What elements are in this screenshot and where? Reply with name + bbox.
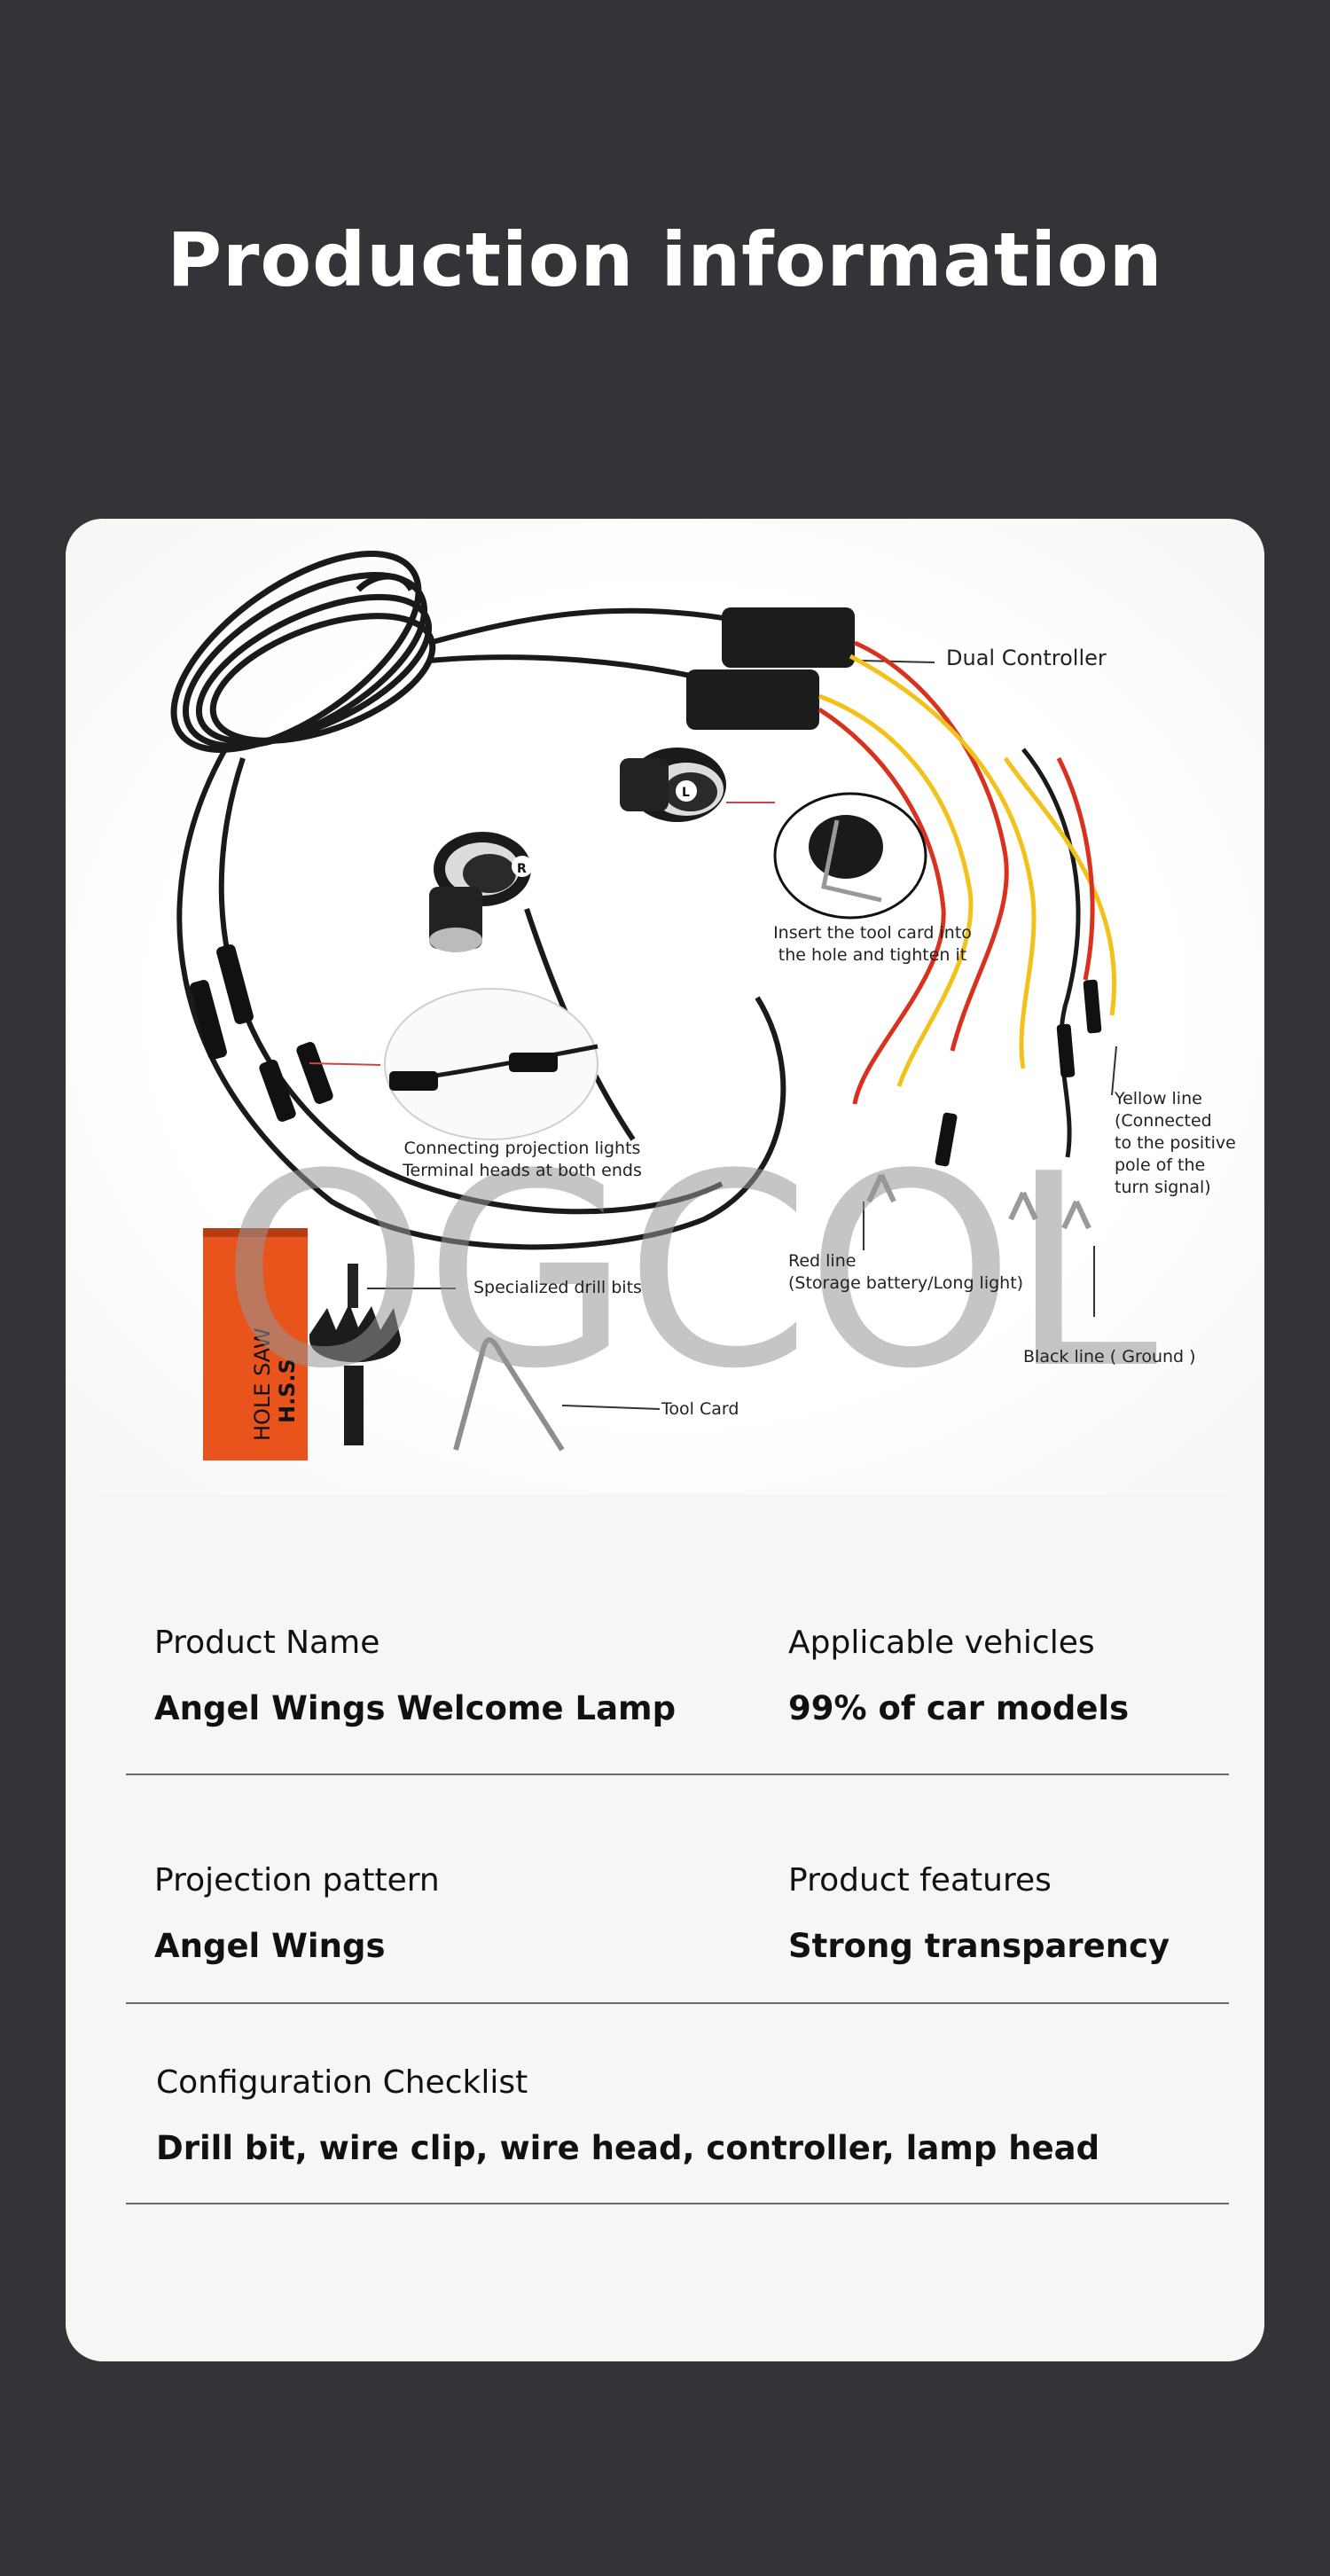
product-features-value: Strong transparency xyxy=(788,1927,1170,1965)
connecting-line-2: Terminal heads at both ends xyxy=(403,1161,642,1180)
lamp-r-label: R xyxy=(517,862,527,876)
yellow-line-label: Yellow line (Connected to the positive p… xyxy=(1115,1088,1236,1199)
lamp-head-icon xyxy=(429,832,533,952)
black-line-label: Black line ( Ground ) xyxy=(1023,1347,1196,1366)
page-title: Production information xyxy=(167,216,1163,303)
dual-controller-label: Dual Controller xyxy=(946,646,1107,670)
lamp-l-label: L xyxy=(682,786,690,800)
tool-card-label: Tool Card xyxy=(661,1399,739,1419)
hole-saw-box-icon: HOLE SAW H.S.S xyxy=(203,1228,308,1460)
product-features-label: Product features xyxy=(788,1862,1052,1899)
divider xyxy=(126,2203,1229,2204)
yellow-line-3: to the positive xyxy=(1115,1133,1236,1153)
yellow-line-1: Yellow line xyxy=(1115,1089,1202,1108)
yellow-line-2: (Connected xyxy=(1115,1111,1212,1131)
dual-controller-icon xyxy=(686,607,855,730)
red-line-1: Red line xyxy=(788,1251,857,1271)
connecting-line-1: Connecting projection lights xyxy=(403,1139,641,1158)
applicable-vehicles-value: 99% of car models xyxy=(788,1689,1130,1727)
configuration-checklist-label: Configuration Checklist xyxy=(156,2064,528,2101)
tool-card-zoom-icon xyxy=(773,792,927,920)
tool-card-insert-line-2: the hole and tighten it xyxy=(778,945,967,965)
tool-card-insert-label: Insert the tool card into the hole and t… xyxy=(766,922,979,967)
red-line-label: Red line (Storage battery/Long light) xyxy=(788,1250,1023,1295)
projection-pattern-label: Projection pattern xyxy=(154,1862,440,1899)
drill-bit-icon xyxy=(309,1264,401,1445)
product-kit-illustration: HOLE SAW H.S.S R L xyxy=(170,551,1117,1460)
yellow-line-5: turn signal) xyxy=(1115,1178,1211,1197)
box-label-2: H.S.S xyxy=(275,1358,300,1423)
lamp-head-icon xyxy=(620,748,726,822)
product-name-value: Angel Wings Welcome Lamp xyxy=(154,1689,677,1727)
product-info-card: HOLE SAW H.S.S R L OGCOL Dual Controller… xyxy=(66,519,1264,2361)
red-line-2: (Storage battery/Long light) xyxy=(788,1273,1024,1293)
product-name-label: Product Name xyxy=(154,1625,380,1661)
colored-wires xyxy=(818,640,1117,1158)
applicable-vehicles-label: Applicable vehicles xyxy=(788,1625,1095,1661)
connector-zoom-icon xyxy=(384,988,598,1140)
tool-card-icon xyxy=(453,1337,565,1452)
divider xyxy=(126,1773,1229,1775)
product-photo: HOLE SAW H.S.S R L OGCOL Dual Controller… xyxy=(66,519,1264,1494)
connecting-label: Connecting projection lights Terminal he… xyxy=(394,1138,651,1182)
tool-card-insert-line-1: Insert the tool card into xyxy=(773,923,972,943)
coiled-cable-icon xyxy=(170,551,436,753)
divider xyxy=(126,2002,1229,2004)
yellow-line-4: pole of the xyxy=(1115,1155,1206,1175)
box-label-1: HOLE SAW xyxy=(250,1327,275,1441)
projection-pattern-value: Angel Wings xyxy=(154,1927,386,1965)
drill-bits-label: Specialized drill bits xyxy=(473,1278,642,1297)
brand-watermark: OGCOL xyxy=(220,1117,1157,1427)
configuration-checklist-value: Drill bit, wire clip, wire head, control… xyxy=(156,2129,1100,2167)
